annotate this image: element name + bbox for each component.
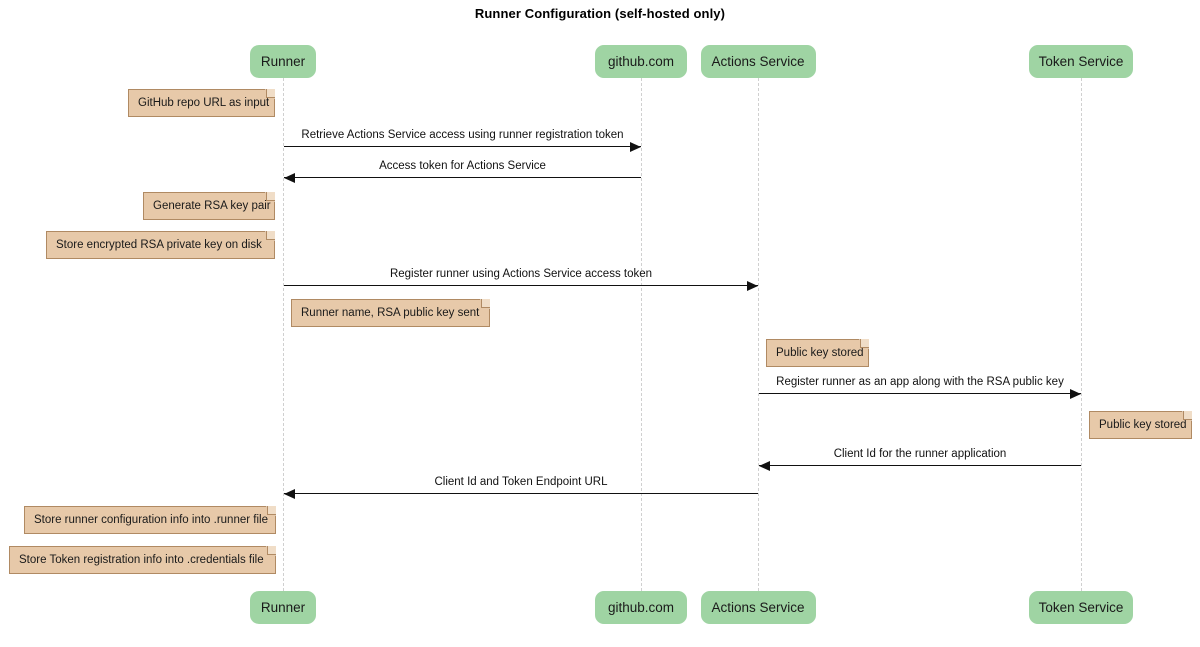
lifeline-actions (758, 78, 759, 591)
msg-access-token-line (284, 177, 641, 178)
note-text: Public key stored (1099, 419, 1187, 431)
participant-runner-bottom[interactable]: Runner (250, 591, 316, 624)
msg-retrieve-access-label: Retrieve Actions Service access using ru… (301, 129, 624, 141)
note-text: Runner name, RSA public key sent (301, 307, 480, 319)
participant-github-bottom[interactable]: github.com (595, 591, 687, 624)
msg-register-app-arrowhead (1070, 388, 1081, 399)
note-fold-icon (267, 546, 276, 555)
note-store-config: Store runner configuration info into .ru… (24, 506, 276, 534)
msg-register-runner-arrowhead (747, 280, 758, 291)
note-fold-icon (1183, 411, 1192, 420)
note-fold-icon (266, 192, 275, 201)
page-title: Runner Configuration (self-hosted only) (474, 6, 726, 21)
msg-client-id-endpoint-line (284, 493, 758, 494)
note-text: Store runner configuration info into .ru… (34, 514, 268, 526)
participant-label: github.com (607, 600, 675, 615)
note-pubkey-actions: Public key stored (766, 339, 869, 367)
lifeline-token (1081, 78, 1082, 591)
note-pubkey-token: Public key stored (1089, 411, 1192, 439)
participant-label: github.com (607, 54, 675, 69)
lifeline-github (641, 78, 642, 591)
note-fold-icon (266, 231, 275, 240)
participant-label: Actions Service (711, 54, 805, 69)
msg-client-id-line (759, 465, 1081, 466)
participant-label: Actions Service (711, 600, 805, 615)
msg-register-runner-label: Register runner using Actions Service ac… (389, 268, 653, 280)
participant-label: Runner (260, 600, 306, 615)
note-store-creds: Store Token registration info into .cred… (9, 546, 276, 574)
note-fold-icon (266, 89, 275, 98)
note-store-privkey: Store encrypted RSA private key on disk (46, 231, 275, 259)
msg-client-id-arrowhead (759, 460, 770, 471)
participant-actions-top[interactable]: Actions Service (700, 45, 816, 78)
msg-register-app-label: Register runner as an app along with the… (776, 376, 1064, 388)
msg-retrieve-access-line (284, 146, 641, 147)
msg-client-id-endpoint-label: Client Id and Token Endpoint URL (434, 476, 608, 488)
note-text: Public key stored (776, 347, 864, 359)
msg-access-token-label: Access token for Actions Service (379, 160, 546, 172)
participant-actions-bottom[interactable]: Actions Service (700, 591, 816, 624)
participant-github-top[interactable]: github.com (595, 45, 687, 78)
participant-token-bottom[interactable]: Token Service (1029, 591, 1133, 624)
note-text: GitHub repo URL as input (138, 97, 270, 109)
note-text: Store encrypted RSA private key on disk (56, 239, 262, 251)
msg-client-id-label: Client Id for the runner application (833, 448, 1007, 460)
note-repo-url: GitHub repo URL as input (128, 89, 275, 117)
note-fold-icon (267, 506, 276, 515)
msg-register-app-line (759, 393, 1081, 394)
participant-label: Token Service (1038, 54, 1124, 69)
msg-register-runner-line (284, 285, 758, 286)
note-fold-icon (481, 299, 490, 308)
note-runner-name: Runner name, RSA public key sent (291, 299, 490, 327)
note-rsa-keypair: Generate RSA key pair (143, 192, 275, 220)
lifeline-runner (283, 78, 284, 591)
participant-label: Runner (260, 54, 306, 69)
msg-retrieve-access-arrowhead (630, 141, 641, 152)
participant-label: Token Service (1038, 600, 1124, 615)
msg-client-id-endpoint-arrowhead (284, 488, 295, 499)
note-text: Store Token registration info into .cred… (19, 554, 264, 566)
note-fold-icon (860, 339, 869, 348)
participant-runner-top[interactable]: Runner (250, 45, 316, 78)
participant-token-top[interactable]: Token Service (1029, 45, 1133, 78)
msg-access-token-arrowhead (284, 172, 295, 183)
note-text: Generate RSA key pair (153, 200, 271, 212)
